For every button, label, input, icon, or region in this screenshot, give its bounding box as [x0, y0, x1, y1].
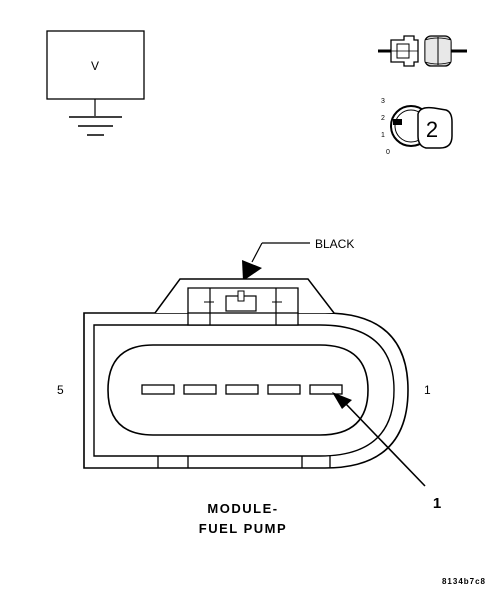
- scale-label-0: 0: [386, 149, 390, 156]
- pin-right-label: 1: [424, 383, 431, 397]
- pin-5: [141, 384, 175, 395]
- wire-arrow-icon: [242, 260, 262, 281]
- scale-label-2: 2: [381, 115, 385, 122]
- pin-1: [309, 384, 343, 395]
- callout-arrow-icon: [332, 392, 352, 409]
- pin-left-label: 5: [57, 383, 64, 397]
- voltmeter-ground-icon: V: [46, 30, 145, 136]
- callout-leader: [332, 392, 426, 487]
- badge-number: 2: [426, 117, 438, 142]
- figure-code: 8134b7c8: [442, 577, 486, 586]
- pin-row: [141, 384, 343, 395]
- connector-title-line2: FUEL PUMP: [199, 521, 287, 536]
- scale-label-3: 3: [381, 98, 385, 105]
- connector-pair-icon: [378, 35, 467, 67]
- fuel-pump-connector: [83, 278, 409, 469]
- pin-4: [183, 384, 217, 395]
- voltmeter-symbol: V: [91, 59, 99, 73]
- wire-color-label: BLACK: [315, 237, 354, 251]
- terminal-probe-icon: 3 2 1 0 2: [381, 98, 453, 156]
- pin-2: [267, 384, 301, 395]
- wire-color-leader: [242, 242, 310, 281]
- callout-number: 1: [433, 495, 441, 512]
- scale-label-1: 1: [381, 132, 385, 139]
- connector-title-line1: MODULE-: [207, 501, 278, 516]
- pin-3: [225, 384, 259, 395]
